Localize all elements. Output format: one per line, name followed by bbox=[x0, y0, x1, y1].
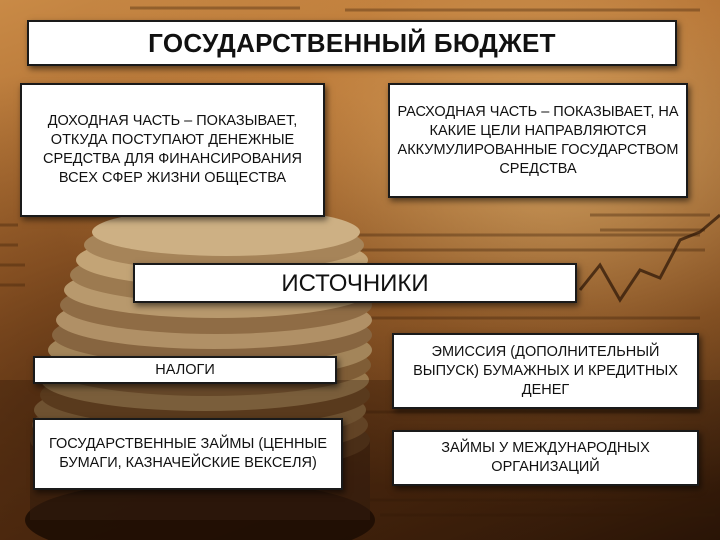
sources-heading-text: ИСТОЧНИКИ bbox=[281, 269, 429, 297]
newspaper-lines bbox=[0, 6, 715, 517]
source-taxes-text: НАЛОГИ bbox=[155, 361, 215, 378]
income-part-box: ДОХОДНАЯ ЧАСТЬ – ПОКАЗЫВАЕТ, ОТКУДА ПОСТ… bbox=[20, 83, 325, 217]
expense-part-box: РАСХОДНАЯ ЧАСТЬ – ПОКАЗЫВАЕТ, НА КАКИЕ Ц… bbox=[388, 83, 688, 198]
source-gov-loans-text: ГОСУДАРСТВЕННЫЕ ЗАЙМЫ (ЦЕННЫЕ БУМАГИ, КА… bbox=[48, 436, 327, 471]
page-title: ГОСУДАРСТВЕННЫЙ БЮДЖЕТ bbox=[27, 20, 677, 66]
source-intl-loans-text: ЗАЙМЫ У МЕЖДУНАРОДНЫХ ОРГАНИЗАЦИЙ bbox=[441, 440, 650, 475]
source-gov-loans-box: ГОСУДАРСТВЕННЫЕ ЗАЙМЫ (ЦЕННЫЕ БУМАГИ, КА… bbox=[33, 418, 343, 490]
page-title-text: ГОСУДАРСТВЕННЫЙ БЮДЖЕТ bbox=[148, 27, 556, 58]
source-emission-text: ЭМИССИЯ (ДОПОЛНИТЕЛЬНЫЙ ВЫПУСК) БУМАЖНЫХ… bbox=[413, 343, 678, 398]
income-part-text: ДОХОДНАЯ ЧАСТЬ – ПОКАЗЫВАЕТ, ОТКУДА ПОСТ… bbox=[42, 113, 303, 186]
source-intl-loans-box: ЗАЙМЫ У МЕЖДУНАРОДНЫХ ОРГАНИЗАЦИЙ bbox=[392, 430, 699, 486]
source-emission-box: ЭМИССИЯ (ДОПОЛНИТЕЛЬНЫЙ ВЫПУСК) БУМАЖНЫХ… bbox=[392, 333, 699, 409]
expense-part-text: РАСХОДНАЯ ЧАСТЬ – ПОКАЗЫВАЕТ, НА КАКИЕ Ц… bbox=[397, 103, 679, 177]
sources-heading: ИСТОЧНИКИ bbox=[133, 263, 577, 303]
graph-line bbox=[578, 213, 720, 303]
source-taxes-box: НАЛОГИ bbox=[33, 356, 337, 384]
